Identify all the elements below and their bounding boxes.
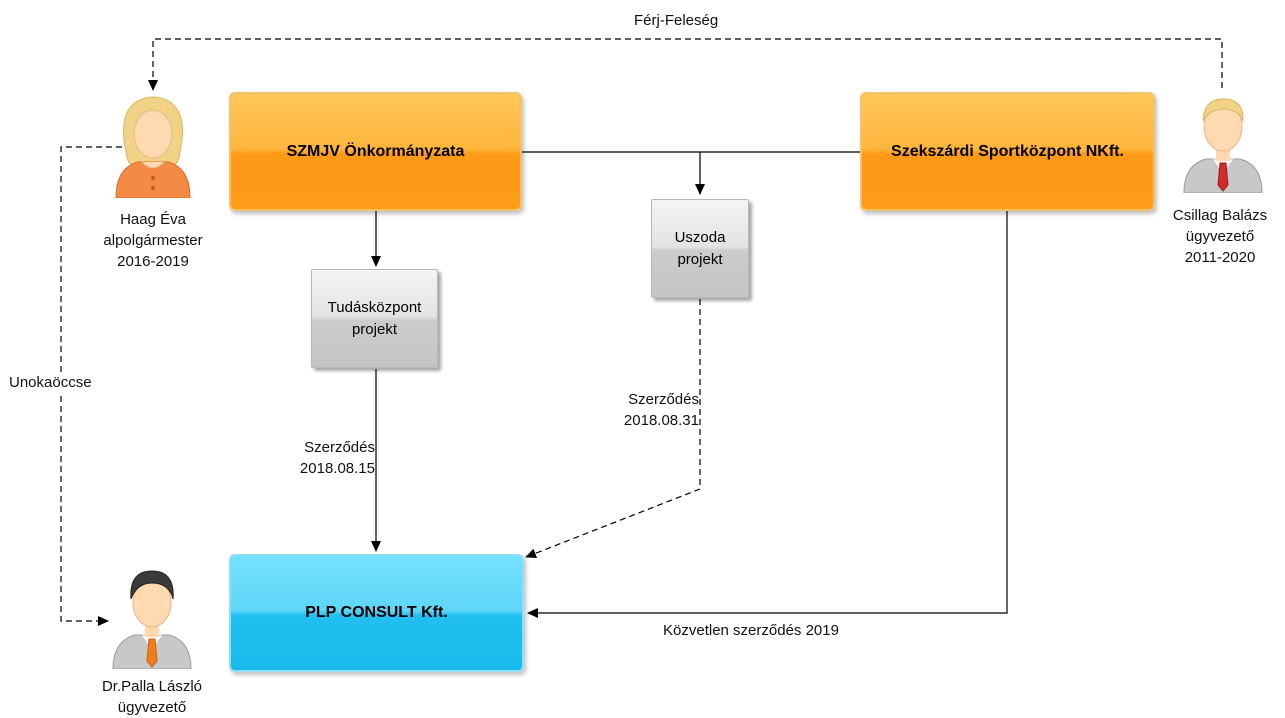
uszoda-contract-arrow (525, 299, 701, 559)
direct-contract-arrow (527, 211, 1008, 618)
sportkozpont-label: Szekszárdi Sportközpont NKft. (891, 142, 1124, 160)
haag-name: Haag Éva (120, 211, 186, 228)
spouse-connector (148, 38, 1223, 91)
plp-box[interactable]: PLP CONSULT Kft. (229, 554, 524, 672)
csillag-name: Csillag Balázs (1172, 207, 1268, 224)
spouse-label: Férj-Feleség (634, 12, 719, 29)
uszoda-contract-title: Szerződés (628, 391, 699, 408)
tudaskozpont-contract-title: Szerződés (304, 439, 375, 456)
nephew-connector (60, 146, 122, 626)
uszoda-contract-date: 2018.08.31 (623, 412, 699, 429)
csillag-years: 2011-2020 (1184, 249, 1256, 266)
csillag-role: ügyvezető (1185, 228, 1255, 245)
tudaskozpont-label-2: projekt (351, 320, 397, 338)
businessman-orange-tie-icon (112, 570, 192, 669)
uszoda-contract-label: Szerződés 2018.08.31 (604, 389, 699, 431)
palla-name: Dr.Palla László (101, 678, 203, 695)
tudaskozpont-contract-label: Szerződés 2018.08.15 (280, 437, 375, 479)
szmjv-box[interactable]: SZMJV Önkormányzata (229, 92, 522, 211)
tudaskozpont-label-1: Tudásközpont (327, 298, 422, 316)
csillag-label: Csillag Balázs ügyvezető 2011-2020 (1155, 205, 1285, 268)
sportkozpont-box[interactable]: Szekszárdi Sportközpont NKft. (860, 92, 1155, 211)
uszoda-label-1: Uszoda (674, 228, 726, 246)
uszoda-label-2: projekt (677, 250, 723, 268)
nephew-label: Unokaöccse (9, 373, 92, 393)
haag-label: Haag Éva alpolgármester 2016-2019 (88, 209, 218, 272)
palla-role: ügyvezető (117, 699, 187, 716)
haag-role: alpolgármester (103, 232, 203, 249)
szmjv-label: SZMJV Önkormányzata (286, 142, 465, 160)
tudaskozpont-contract-date: 2018.08.15 (299, 460, 375, 477)
uszoda-box[interactable]: Uszoda projekt (651, 199, 749, 298)
palla-label: Dr.Palla László ügyvezető (82, 676, 222, 718)
haag-years: 2016-2019 (117, 253, 189, 270)
plp-label: PLP CONSULT Kft. (305, 604, 448, 621)
businessman-red-tie-icon (1183, 98, 1263, 193)
direct-contract-label: Közvetlen szerződés 2019 (663, 622, 839, 639)
tudaskozpont-box[interactable]: Tudásközpont projekt (311, 269, 438, 368)
woman-avatar-icon (115, 96, 191, 198)
